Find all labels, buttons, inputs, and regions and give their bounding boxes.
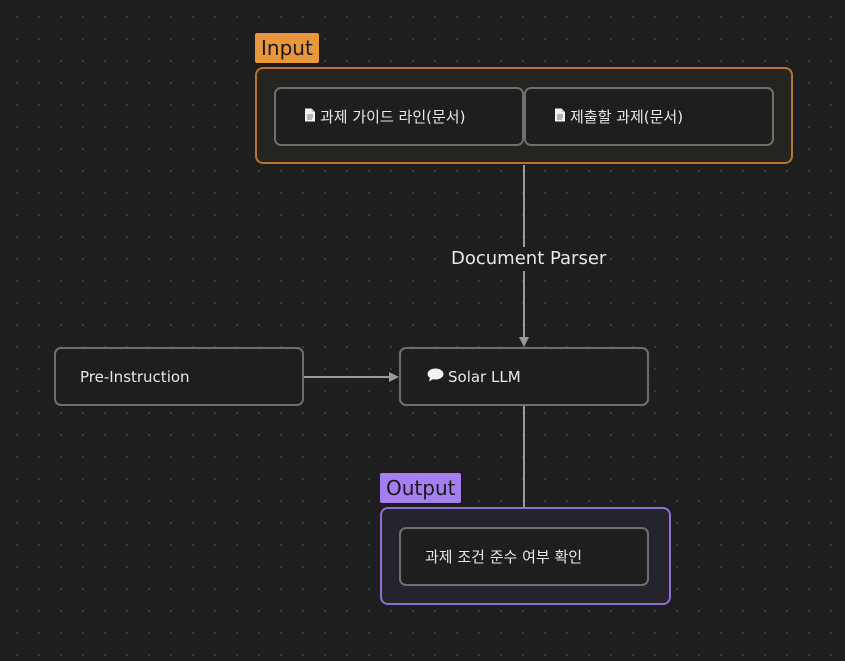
input-group-label: Input (255, 33, 319, 63)
document-parser-edge-label: Document Parser (448, 247, 610, 271)
solar-llm-label: Solar LLM (448, 367, 521, 386)
result-label: 과제 조건 준수 여부 확인 (425, 548, 583, 566)
guide-document-node[interactable]: 과제 가이드 라인(문서) (274, 87, 524, 146)
speech-bubble-icon (427, 368, 444, 386)
guide-document-label: 과제 가이드 라인(문서) (320, 108, 466, 126)
pre-instruction-label: Pre-Instruction (80, 367, 190, 386)
pre-instruction-node[interactable]: Pre-Instruction (54, 347, 304, 406)
document-icon (304, 108, 316, 126)
output-group-label: Output (380, 473, 462, 503)
solar-llm-node[interactable]: Solar LLM (399, 347, 649, 406)
document-icon (554, 108, 566, 126)
submission-document-node[interactable]: 제출할 과제(문서) (524, 87, 774, 146)
submission-document-label: 제출할 과제(문서) (570, 108, 684, 126)
result-node[interactable]: 과제 조건 준수 여부 확인 (399, 527, 649, 586)
